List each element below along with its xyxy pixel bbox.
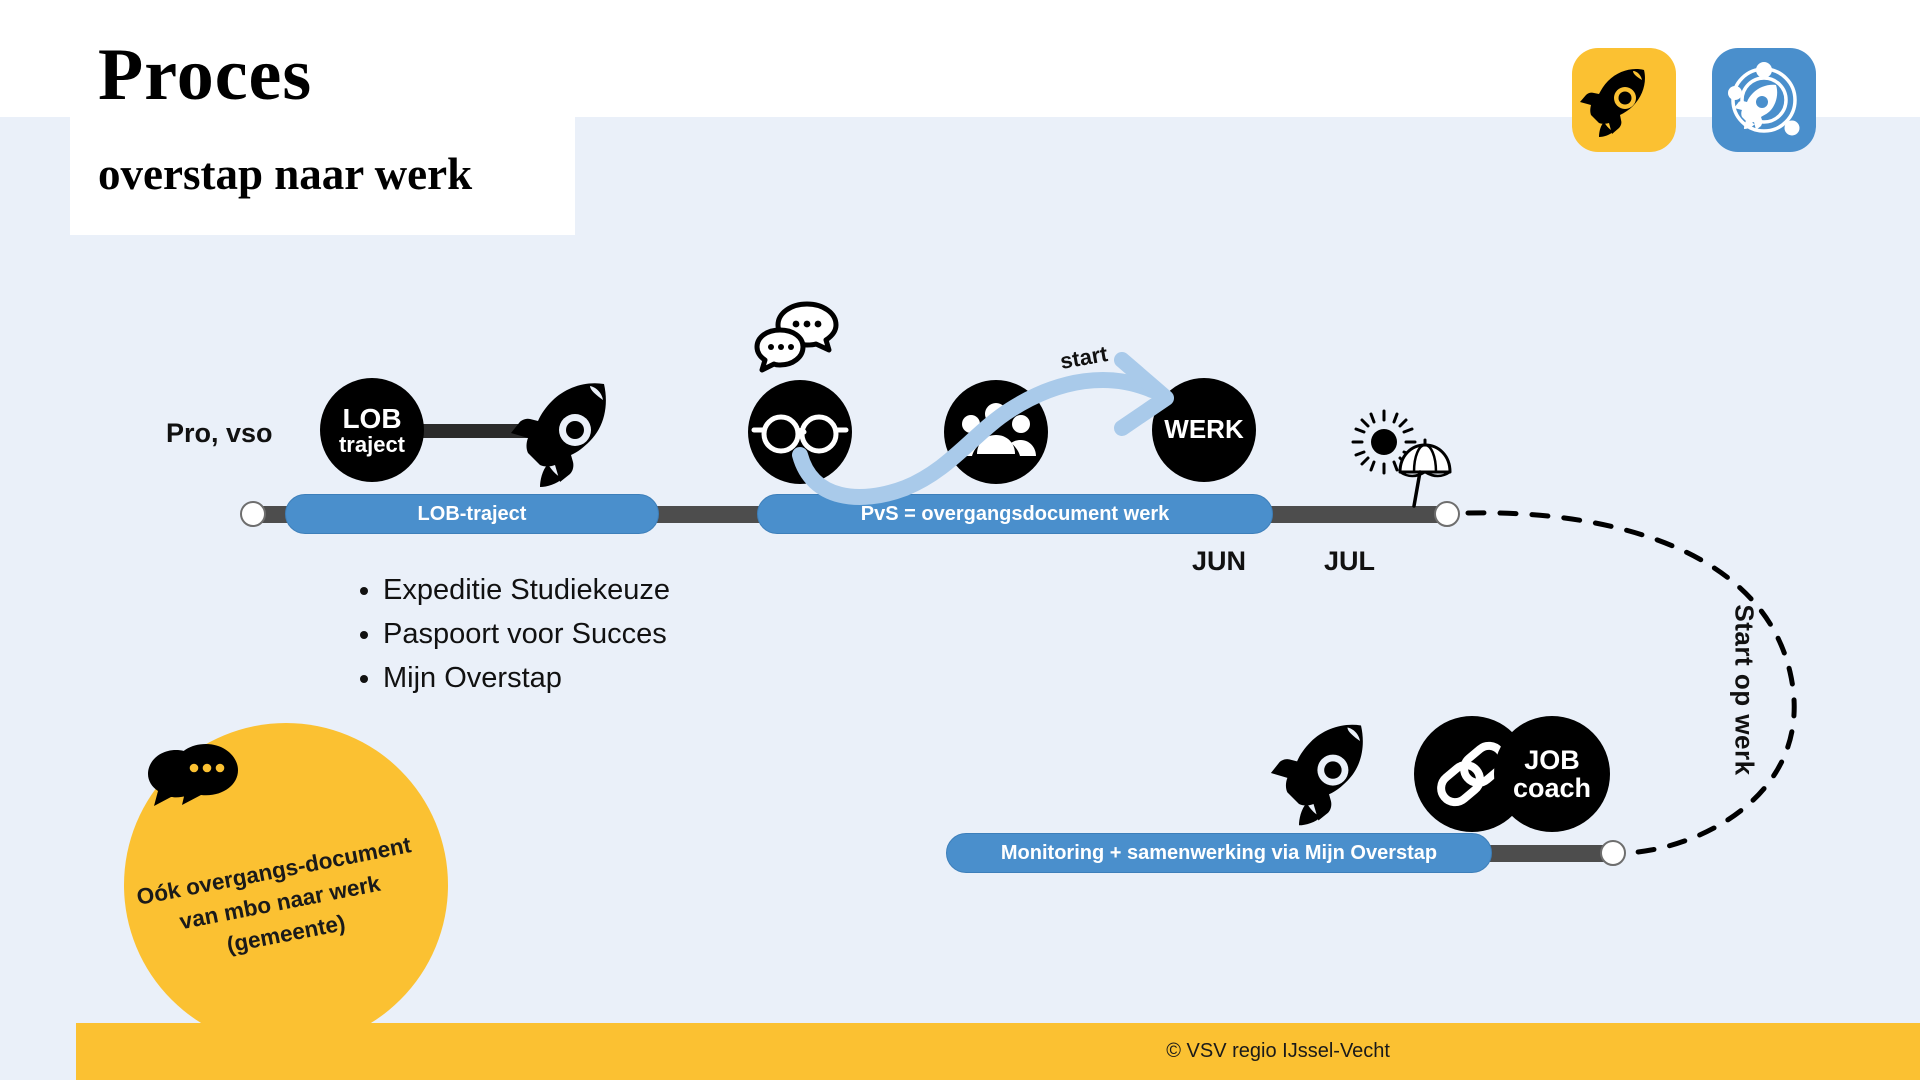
- segment-lob-traject[interactable]: LOB-traject: [285, 494, 659, 534]
- orbit-rocket-icon: [1728, 62, 1800, 136]
- month-label-jul: JUL: [1324, 546, 1376, 576]
- sun-and-umbrella-icons: [1351, 409, 1452, 508]
- summer-illustration: [1348, 400, 1458, 508]
- node-lob-line1: LOB: [342, 402, 402, 434]
- segment-pvs[interactable]: PvS = overgangsdocument werk: [757, 494, 1273, 534]
- timeline-end-node[interactable]: [1434, 501, 1460, 527]
- title-white-band-sub: [70, 117, 575, 235]
- segment-monitoring[interactable]: Monitoring + samenwerking via Mijn Overs…: [946, 833, 1492, 873]
- list-item: Paspoort voor Succes: [383, 612, 670, 656]
- glasses-icon: [751, 414, 849, 454]
- rocket-icon: [511, 383, 606, 487]
- speech-bubbles-icon: [754, 301, 839, 373]
- segment-monitoring-label: Monitoring + samenwerking via Mijn Overs…: [1000, 841, 1438, 864]
- list-item: Expeditie Studiekeuze: [383, 568, 670, 612]
- footer-copyright: © VSV regio IJssel-Vecht: [1166, 1040, 1390, 1062]
- node-werk-label: WERK: [1164, 414, 1244, 445]
- node-jobcoach-line2: coach: [1512, 773, 1592, 803]
- beach-umbrella-icon: [1398, 438, 1452, 508]
- bullet-list: Expeditie Studiekeuze Paspoort voor Succ…: [355, 568, 670, 700]
- speech-bubbles-icon: [148, 744, 238, 806]
- track-label-pro-vso: Pro, vso: [166, 418, 273, 448]
- segment-lob-traject-label: LOB-traject: [417, 502, 527, 525]
- node-people-group[interactable]: [944, 380, 1048, 484]
- rocket-icon: [1270, 724, 1363, 826]
- page-subtitle: overstap naar werk: [98, 149, 473, 199]
- rocket-illustration-bottom: [1268, 710, 1392, 834]
- node-lob-traject[interactable]: LOB traject: [320, 378, 424, 482]
- rocket-illustration-top: [508, 368, 636, 496]
- month-label-jun: JUN: [1192, 546, 1247, 576]
- list-item: Mijn Overstap: [383, 656, 670, 700]
- node-jobcoach[interactable]: JOB coach: [1494, 716, 1610, 832]
- rocket-icon: [1580, 69, 1645, 137]
- speech-bubbles-illustration: [752, 300, 842, 380]
- people-group-icon: [956, 403, 1036, 456]
- timeline-start-node[interactable]: [240, 501, 266, 527]
- bottom-timeline-end-node[interactable]: [1600, 840, 1626, 866]
- node-glasses[interactable]: [748, 380, 852, 484]
- node-jobcoach-line1: JOB: [1524, 744, 1580, 775]
- node-lob-line2: traject: [338, 432, 406, 458]
- speech-bubbles-illustration-yellow: [138, 742, 248, 838]
- node-werk[interactable]: WERK: [1152, 378, 1256, 482]
- rocket-logo-yellow: [1572, 48, 1676, 152]
- orbit-rocket-logo-blue: [1712, 48, 1816, 152]
- dashed-path-label: Start op werk: [1729, 604, 1760, 776]
- segment-pvs-label: PvS = overgangsdocument werk: [860, 502, 1170, 525]
- page-title: Proces: [98, 34, 313, 116]
- footer-bar: [76, 1023, 1920, 1080]
